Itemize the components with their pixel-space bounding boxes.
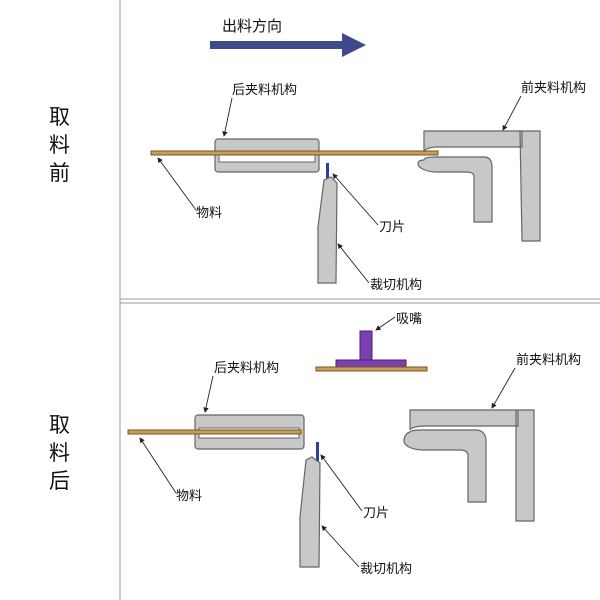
direction-arrow-icon bbox=[210, 33, 366, 57]
side-label-char: 后 bbox=[49, 469, 70, 493]
cutter-mechanism bbox=[317, 176, 338, 284]
front-clamp-mechanism bbox=[403, 409, 535, 522]
side-label-char: 前 bbox=[49, 161, 70, 185]
label-cutter: 裁切机构 bbox=[370, 277, 422, 293]
label-front-clamp: 前夹料机构 bbox=[516, 352, 581, 368]
panel-after-pickup: 取 料 后 后夹料机构 吸嘴 前夹料机构 物料 刀片 bbox=[49, 312, 581, 577]
cutter-mechanism bbox=[299, 456, 321, 568]
label-material: 物料 bbox=[176, 489, 202, 504]
label-cutter: 裁切机构 bbox=[360, 561, 412, 577]
label-material: 物料 bbox=[196, 206, 222, 221]
direction-label: 出料方向 bbox=[222, 17, 282, 35]
label-rear-clamp: 后夹料机构 bbox=[232, 83, 297, 98]
label-front-clamp: 前夹料机构 bbox=[521, 80, 586, 96]
material-strip bbox=[127, 429, 302, 435]
label-rear-clamp: 后夹料机构 bbox=[214, 361, 279, 376]
panel-before-pickup: 取 料 前 后夹料机构 前夹料机构 物料 刀片 裁切机构 bbox=[49, 80, 586, 293]
side-label-char: 取 bbox=[49, 105, 70, 129]
side-label-char: 料 bbox=[49, 133, 70, 157]
material-strip bbox=[150, 150, 439, 156]
suction-nozzle bbox=[335, 330, 407, 368]
label-blade: 刀片 bbox=[379, 220, 405, 235]
label-suction: 吸嘴 bbox=[396, 312, 422, 327]
label-blade: 刀片 bbox=[363, 506, 389, 521]
side-label-char: 取 bbox=[49, 413, 70, 437]
picked-material bbox=[315, 366, 428, 372]
blade bbox=[316, 442, 319, 473]
side-label-char: 料 bbox=[49, 441, 70, 465]
front-clamp-mechanism bbox=[417, 130, 541, 242]
